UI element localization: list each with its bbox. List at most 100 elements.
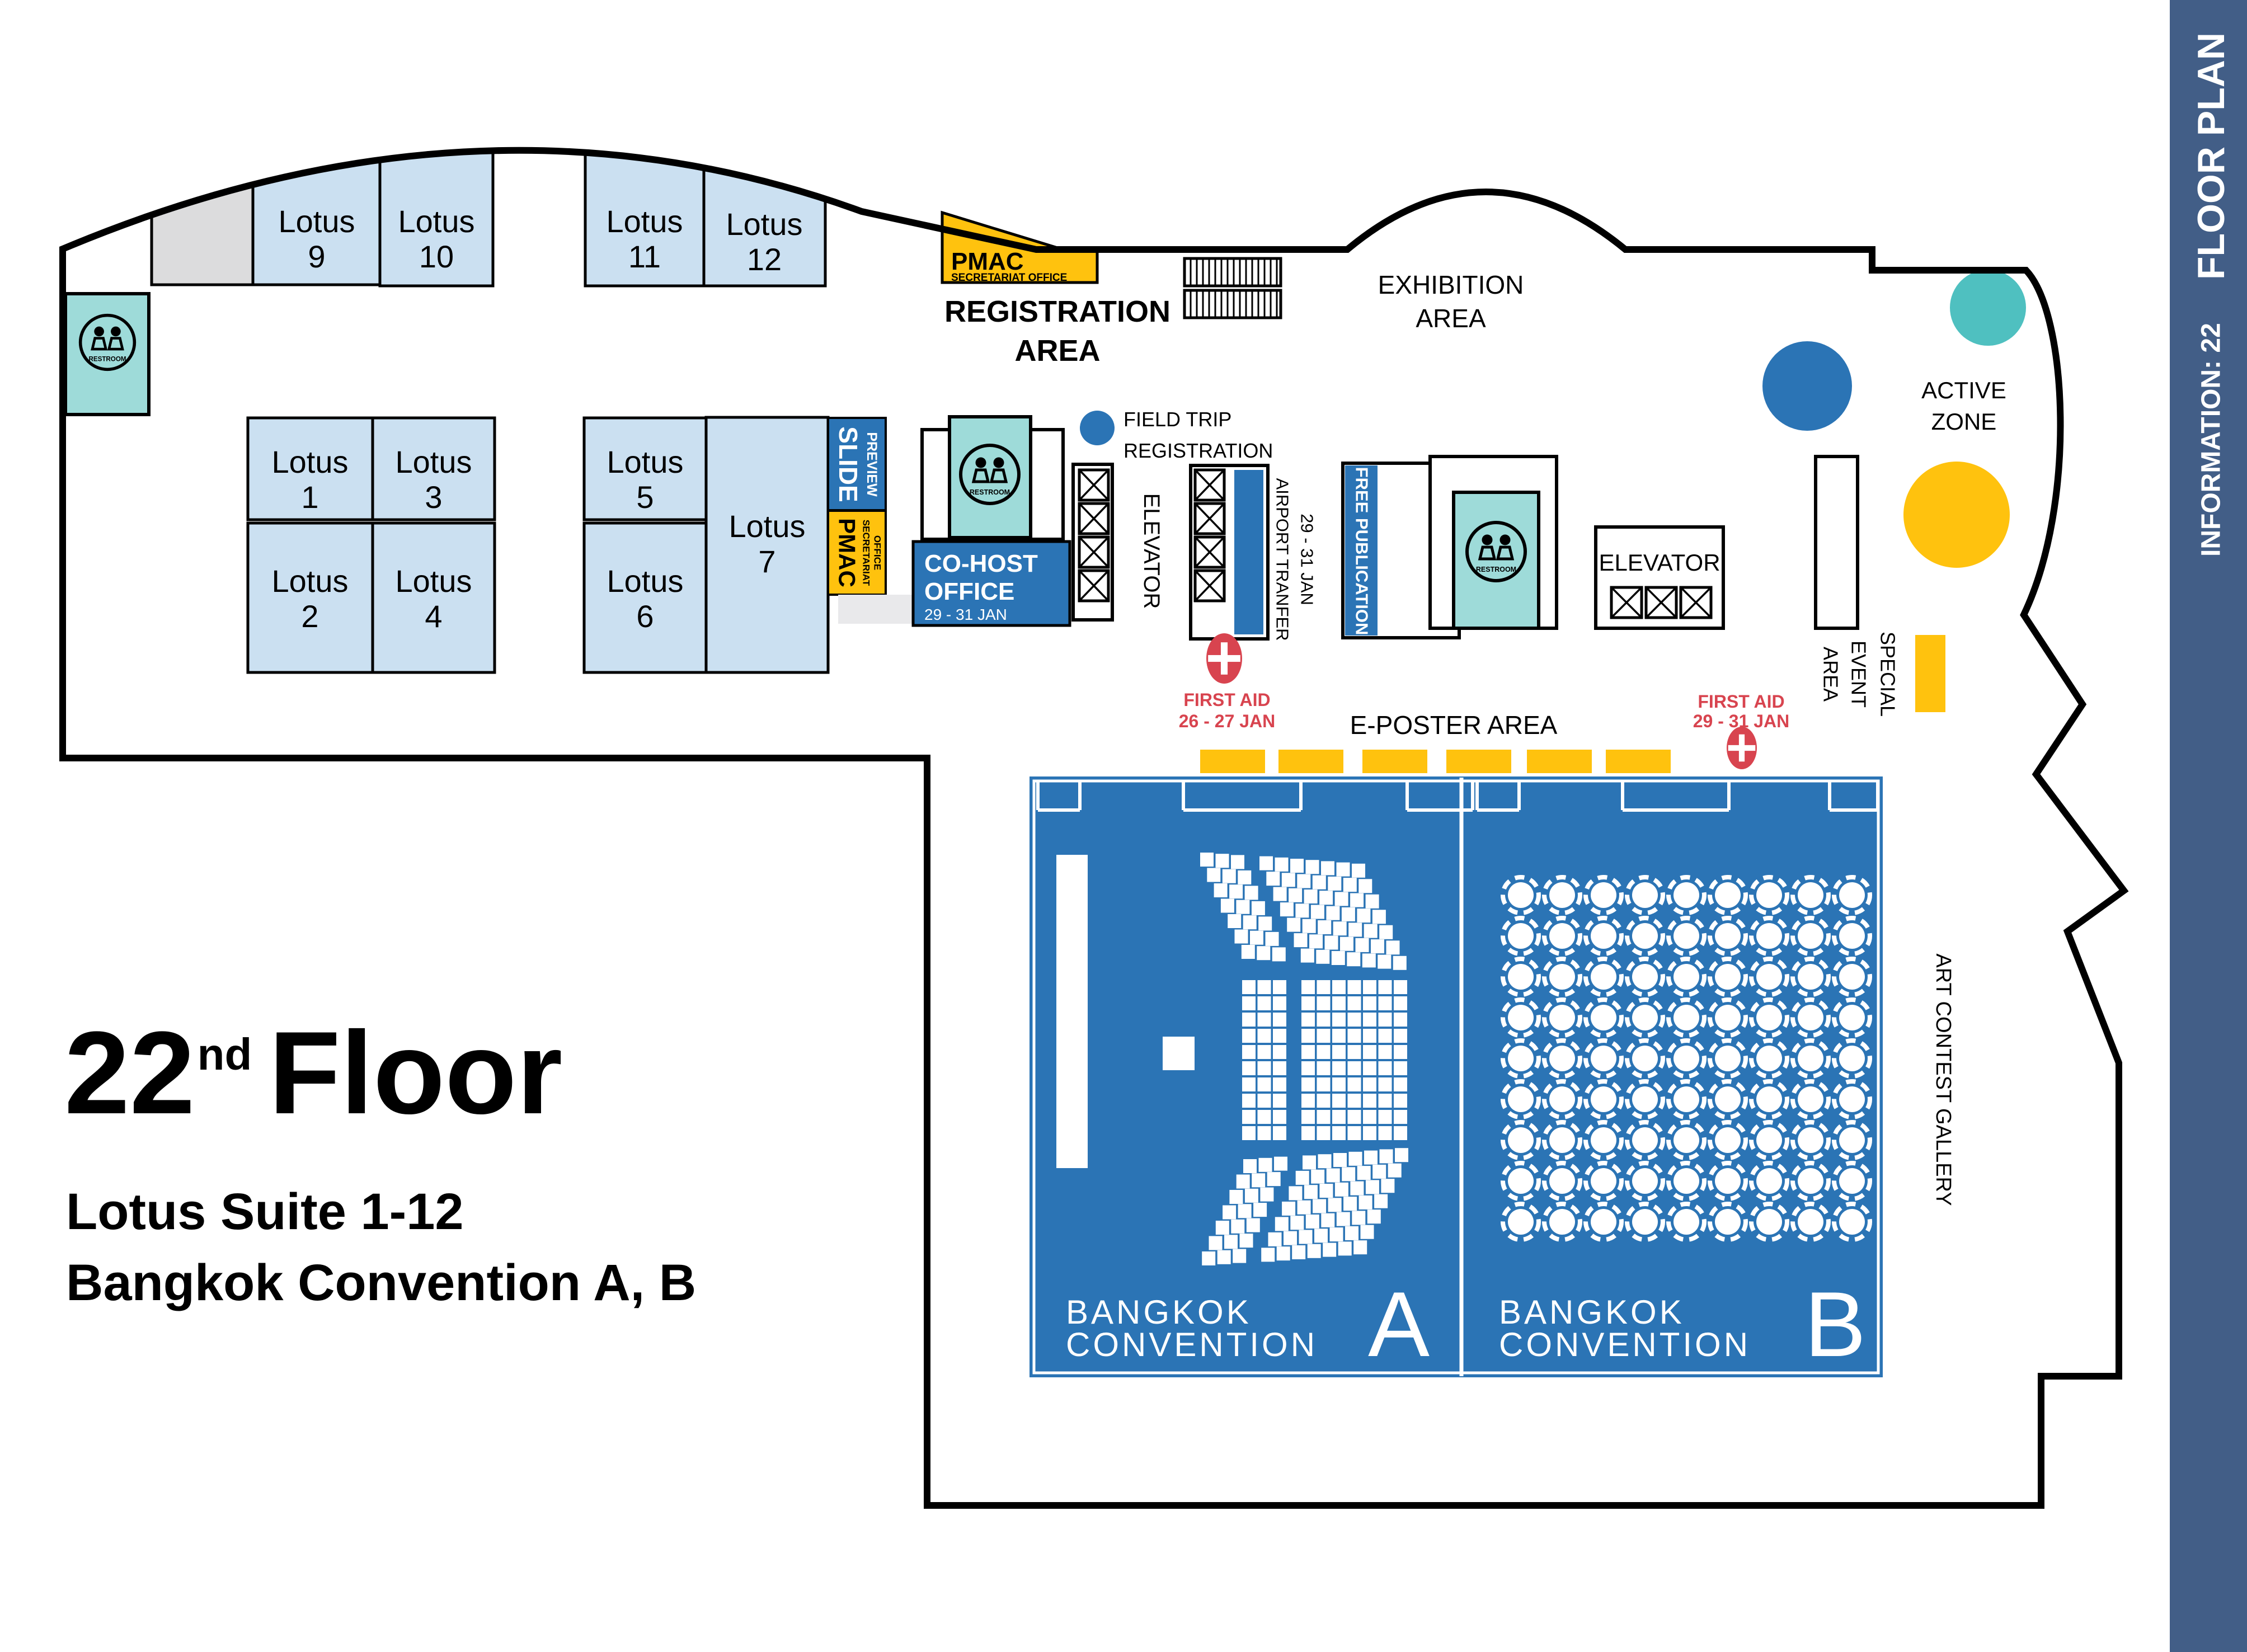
- hall-a-seat: [1229, 884, 1243, 899]
- hall-a-seat: [1324, 935, 1338, 950]
- hall-a-seat: [1257, 996, 1271, 1010]
- hall-b-table: [1625, 1079, 1665, 1119]
- hall-b-table: [1542, 997, 1582, 1038]
- hall-a-seat: [1224, 1235, 1238, 1249]
- hall-a-seat: [1331, 951, 1345, 965]
- hall-a-seat: [1301, 1045, 1315, 1059]
- elevator-shaft-icon: [1078, 502, 1110, 535]
- hall-a-seat: [1394, 1126, 1407, 1140]
- lotus10-num: 10: [419, 239, 454, 274]
- sidebar-plan-label: FLOOR PLAN: [2190, 32, 2232, 280]
- lotus6-word: Lotus: [607, 563, 684, 599]
- halls-bg: [1030, 776, 1883, 1377]
- lotus12-num: 12: [747, 242, 782, 277]
- field-trip-line1: FIELD TRIP: [1124, 408, 1231, 431]
- free-publication-bar: [1345, 465, 1378, 636]
- eposter-dash: [1200, 750, 1265, 773]
- hall-a-seat: [1317, 1029, 1331, 1043]
- hall-a-seat: [1297, 1200, 1311, 1215]
- hall-b-table: [1583, 1038, 1624, 1079]
- hall-b-table: [1708, 1038, 1748, 1079]
- hall-a-seat: [1363, 996, 1376, 1010]
- lotus2-word: Lotus: [272, 563, 349, 599]
- hall-a-seat: [1378, 980, 1392, 994]
- hall-b-table: [1583, 916, 1624, 956]
- first-aid-icons: [1206, 633, 1757, 769]
- hall-a-seat: [1217, 1250, 1231, 1264]
- hall-a-seat: [1321, 861, 1334, 876]
- elevator-shaft-icon: [1644, 586, 1678, 619]
- room-lotus-10: [378, 150, 495, 288]
- hall-a-seat: [1378, 1045, 1392, 1059]
- sidebar: [2170, 0, 2247, 1652]
- hall-b-table: [1749, 957, 1789, 997]
- hall-a-seat: [1242, 1094, 1256, 1108]
- room-lotus-1: [246, 416, 374, 521]
- hall-a-seat: [1228, 914, 1242, 928]
- hall-a-seat: [1200, 853, 1214, 867]
- hall-a-seat: [1290, 859, 1304, 873]
- hall-a-seat: [1236, 1174, 1250, 1189]
- hall-b-table: [1501, 957, 1541, 997]
- hall-a-seat: [1259, 856, 1273, 870]
- hall-b-table: [1790, 1038, 1831, 1079]
- lotus5-word: Lotus: [607, 444, 684, 479]
- first-aid1-line2: 26 - 27 JAN: [1179, 711, 1276, 731]
- hall-a-seat: [1251, 901, 1265, 915]
- room-lotus-4: [371, 521, 496, 674]
- hall-a-seat: [1242, 1126, 1256, 1140]
- hall-a-seat: [1310, 905, 1324, 919]
- hall-a-seat: [1378, 1094, 1392, 1108]
- hall-b-table: [1625, 875, 1665, 915]
- hall-b-tables: [1501, 875, 1872, 1242]
- first-aid2-line2: 29 - 31 JAN: [1693, 711, 1790, 731]
- hall-a-seat: [1348, 1151, 1362, 1166]
- door-bracket: [1036, 780, 1082, 812]
- hall-b-table: [1666, 997, 1707, 1038]
- eposter-label: E-POSTER AREA: [1350, 710, 1558, 740]
- hall-a-seat: [1312, 875, 1326, 889]
- hall-a-seat: [1347, 1126, 1361, 1140]
- hall-a-seat: [1347, 1013, 1361, 1027]
- hall-a-line2: CONVENTION: [1066, 1326, 1318, 1363]
- elevator-left-label: ELEVATOR: [1139, 493, 1164, 609]
- hall-a-seat: [1343, 878, 1357, 892]
- hall-b-table: [1790, 1161, 1831, 1201]
- lotus12-word: Lotus: [726, 206, 803, 242]
- hall-a-seat: [1317, 996, 1331, 1010]
- restroom-icon: RESTROOM: [1465, 521, 1527, 582]
- hall-a-seat: [1316, 949, 1330, 964]
- hall-a-seat: [1333, 921, 1347, 936]
- hall-a-seat: [1329, 1227, 1343, 1242]
- hall-a-seat: [1336, 1212, 1350, 1226]
- hall-a-seat: [1267, 1172, 1281, 1187]
- hall-b-table: [1625, 1120, 1665, 1160]
- hall-a-seat: [1305, 860, 1319, 874]
- hall-b-table: [1666, 957, 1707, 997]
- hall-a-seat: [1317, 1110, 1331, 1124]
- hall-a-seat: [1363, 1094, 1376, 1108]
- hall-a-seat: [1363, 1077, 1376, 1091]
- hall-a-seat: [1231, 855, 1244, 869]
- hall-a-seat: [1345, 1226, 1358, 1240]
- hall-a-seat: [1301, 996, 1315, 1010]
- room-narrow-right: [1814, 455, 1859, 630]
- hall-b-table: [1708, 1120, 1748, 1160]
- hall-a-seat: [1378, 1029, 1392, 1043]
- hall-a-seat: [1317, 980, 1331, 994]
- hall-a-seat: [1233, 1249, 1247, 1263]
- hall-a-seat: [1231, 1219, 1245, 1234]
- hall-a-seat: [1357, 1166, 1371, 1180]
- hall-a-seat: [1257, 1126, 1271, 1140]
- hall-a-seat: [1314, 1229, 1328, 1243]
- hall-a-seat: [1284, 1231, 1297, 1245]
- hall-b-table: [1501, 875, 1541, 915]
- hall-a-seat: [1292, 1245, 1306, 1259]
- hall-b-table: [1501, 1161, 1541, 1201]
- hall-a-seat: [1301, 980, 1315, 994]
- hall-b-table: [1708, 916, 1748, 956]
- hall-a-seat: [1317, 1061, 1331, 1075]
- hall-a-seat: [1363, 980, 1376, 994]
- hall-a-seat: [1234, 929, 1248, 944]
